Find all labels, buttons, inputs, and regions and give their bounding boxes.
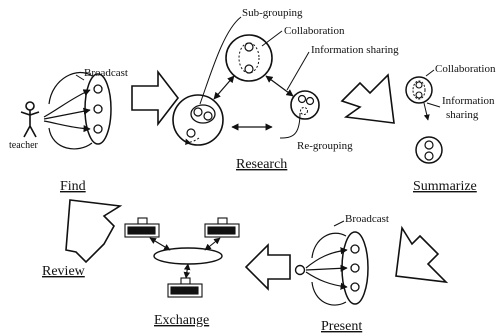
member-node <box>203 111 213 121</box>
block-arrow-present-to-exchange <box>244 243 291 291</box>
student-node <box>93 124 103 134</box>
group-board-icon <box>124 217 160 238</box>
stage-label-exchange: Exchange <box>154 313 209 328</box>
stage-label-review: Review <box>42 264 86 279</box>
teacher-label: teacher <box>9 140 39 151</box>
sub-group-oval <box>190 104 216 124</box>
group-board-icon <box>167 277 203 298</box>
collaboration-label-research: Collaboration <box>284 25 345 37</box>
broadcast-pointer <box>75 74 85 81</box>
find-stage: teacher Broadcast Find <box>9 67 128 194</box>
teacher-icon <box>20 101 40 138</box>
info-sharing-group-circle <box>290 90 320 120</box>
member-node <box>186 128 196 138</box>
information-label-summarize: Information <box>442 95 495 107</box>
member-node <box>415 91 423 99</box>
member-node <box>415 81 423 89</box>
member-node <box>244 42 254 52</box>
block-arrow-exchange-to-review <box>65 199 123 264</box>
student-node <box>350 244 360 254</box>
collaboration-dashed-loop <box>238 42 260 74</box>
stage-label-summarize: Summarize <box>413 179 477 194</box>
broadcast-arrows <box>43 71 93 150</box>
summarize-leader-lines <box>423 69 441 121</box>
member-node <box>297 94 307 104</box>
block-arrow-find-to-research <box>131 69 180 127</box>
student-node <box>350 282 360 292</box>
member-node <box>305 96 315 106</box>
broadcast-label-bottom: Broadcast <box>345 213 389 225</box>
member-node <box>193 107 203 117</box>
summary-group-circle <box>415 136 443 164</box>
block-arrow-research-to-summarize <box>340 73 395 124</box>
sub-grouping-label: Sub-grouping <box>242 7 303 19</box>
research-stage: Sub-grouping Collaboration Information s… <box>172 7 399 172</box>
summarize-stage: Collaboration Information sharing Summar… <box>405 63 496 194</box>
sharing-label-summarize: sharing <box>446 109 479 121</box>
collaboration-group-circle <box>225 34 273 82</box>
block-arrow-summarize-to-present <box>395 225 449 284</box>
group-board-icon <box>204 217 240 238</box>
shared-space-oval <box>153 247 223 265</box>
exchange-links <box>149 237 221 279</box>
broadcast-arrows-present <box>305 232 348 306</box>
stage-label-research: Research <box>236 157 287 172</box>
presenter-node <box>294 264 306 276</box>
member-node <box>244 64 254 74</box>
present-stage: Broadcast Present <box>294 213 389 334</box>
member-node <box>424 151 434 161</box>
stage-label-present: Present <box>321 319 362 334</box>
re-grouping-label: Re-grouping <box>297 140 353 152</box>
broadcast-pointer <box>333 220 345 227</box>
student-node <box>93 104 103 114</box>
student-node <box>93 84 103 94</box>
information-sharing-label-research: Information sharing <box>311 44 399 56</box>
exchange-arrows <box>213 75 294 131</box>
collaboration-dashed-loop <box>412 80 426 100</box>
member-node <box>424 140 434 150</box>
summary-group-circle <box>405 76 433 104</box>
broadcast-label-top: Broadcast <box>84 67 128 79</box>
exchange-stage: Exchange <box>124 217 240 328</box>
collaboration-label-summarize: Collaboration <box>435 63 496 75</box>
group-circle <box>172 94 224 146</box>
research-leader-lines <box>199 16 310 139</box>
member-node-dashed <box>300 107 308 115</box>
student-node <box>350 263 360 273</box>
stage-label-find: Find <box>60 179 86 194</box>
regroup-dashed-arrow <box>185 137 200 146</box>
